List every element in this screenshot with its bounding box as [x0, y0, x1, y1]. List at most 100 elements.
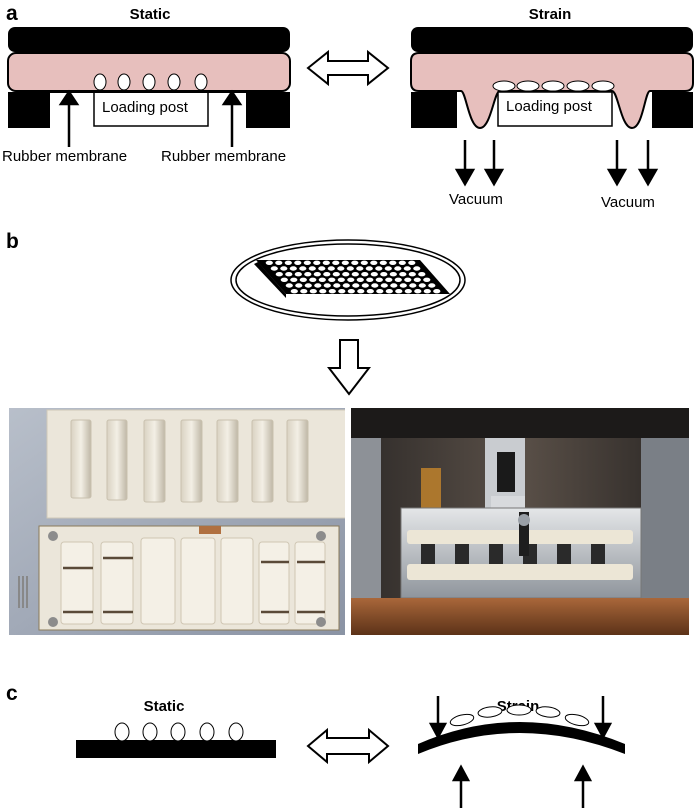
plate-well: [342, 272, 350, 277]
plate-well: [389, 260, 397, 265]
plate-well: [389, 272, 397, 277]
plate-well: [332, 272, 340, 277]
plate-well: [275, 272, 283, 277]
rubber-membrane-label-left: Rubber membrane: [2, 148, 128, 165]
plate-well: [275, 260, 283, 265]
plate-well: [289, 266, 297, 271]
plate-well: [413, 277, 421, 282]
plate-well: [423, 289, 431, 294]
plate-well: [265, 260, 273, 265]
plate-well: [394, 266, 402, 271]
plate-well: [356, 266, 364, 271]
photo-loading-apparatus: [351, 408, 689, 635]
plate-well: [404, 277, 412, 282]
plate-well: [371, 283, 379, 288]
plate-well: [323, 272, 331, 277]
plate-well: [390, 283, 398, 288]
plate-wells: [265, 260, 441, 294]
plate-well: [433, 289, 441, 294]
plate-well: [332, 260, 340, 265]
plate-well: [418, 283, 426, 288]
plate-well: [365, 266, 373, 271]
static-membrane: [76, 722, 276, 758]
plate-well: [323, 283, 331, 288]
plate-well: [322, 260, 330, 265]
plate-well: [299, 277, 307, 282]
plate-well: [351, 272, 359, 277]
panel-a-diagram: [7, 27, 694, 187]
plate-well: [318, 266, 326, 271]
plate-well: [299, 266, 307, 271]
plate-well: [337, 266, 345, 271]
static-device: [7, 27, 291, 147]
plate-well: [409, 283, 417, 288]
static-membrane-arrows: [58, 89, 243, 147]
vacuum-label-right: Vacuum: [601, 194, 655, 211]
panel-a-strain-title: Strain: [528, 6, 572, 23]
plate-well: [403, 266, 411, 271]
plate-ellipse-inner: [235, 243, 461, 317]
plate-well: [294, 272, 302, 277]
strain-device: [410, 27, 694, 187]
static-bottom-block-right: [246, 92, 290, 128]
plate-well: [304, 283, 312, 288]
plate-well: [356, 277, 364, 282]
plate-well: [308, 266, 316, 271]
plate-well: [399, 283, 407, 288]
plate-well: [318, 277, 326, 282]
plate-well: [346, 266, 354, 271]
plate-well: [423, 277, 431, 282]
plate-well: [313, 260, 321, 265]
panel-letter-a: a: [6, 2, 18, 25]
static-bottom-block-left: [8, 92, 50, 128]
plate-well: [360, 260, 368, 265]
rubber-membrane-label-right: Rubber membrane: [161, 148, 287, 165]
multiwell-plate: [256, 260, 450, 294]
plate-well: [361, 283, 369, 288]
plate-well: [385, 277, 393, 282]
plate-well: [413, 266, 421, 271]
panel-a-static-title: Static: [129, 6, 171, 23]
strain-bottom-block-right: [652, 92, 693, 128]
plate-well: [309, 277, 317, 282]
panel-letter-c: c: [6, 682, 18, 705]
plate-well: [337, 277, 345, 282]
plate-well: [366, 277, 374, 282]
vacuum-label-left: Vacuum: [449, 191, 503, 208]
plate-well: [404, 289, 412, 294]
down-arrow-b: [327, 339, 371, 396]
strain-bottom-block-left: [411, 92, 457, 128]
plate-well: [375, 277, 383, 282]
panel-c-diagram: [76, 696, 625, 808]
plate-well: [328, 289, 336, 294]
plate-well: [384, 266, 392, 271]
photo-loading-plates: [9, 408, 345, 635]
plate-well: [376, 289, 384, 294]
plate-well: [370, 260, 378, 265]
plate-well: [327, 266, 335, 271]
plate-well: [385, 289, 393, 294]
plate-well: [395, 289, 403, 294]
vacuum-arrows: [454, 140, 659, 187]
plate-well: [380, 272, 388, 277]
plate-well: [379, 260, 387, 265]
plate-well: [328, 277, 336, 282]
strain-bent-membrane: [418, 696, 625, 808]
plate-well: [314, 283, 322, 288]
plate-well: [370, 272, 378, 277]
plate-well: [418, 272, 426, 277]
plate-well: [319, 289, 327, 294]
plate-well: [357, 289, 365, 294]
plate-well: [338, 289, 346, 294]
panel-c-static-title: Static: [143, 698, 185, 715]
plate-well: [304, 272, 312, 277]
plate-well: [295, 283, 303, 288]
static-loading-post-label: Loading post: [102, 99, 188, 116]
plate-well: [309, 289, 317, 294]
plate-well: [428, 283, 436, 288]
plate-well: [342, 283, 350, 288]
plate-well: [352, 283, 360, 288]
plate-well: [366, 289, 374, 294]
plate-well: [394, 277, 402, 282]
plate-well: [333, 283, 341, 288]
